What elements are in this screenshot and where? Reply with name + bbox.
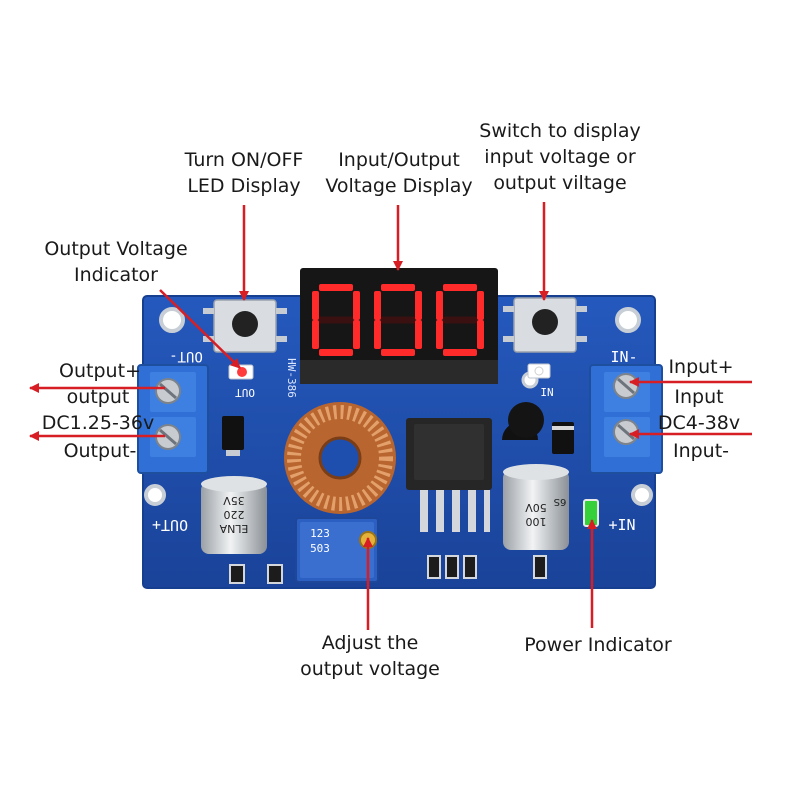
segment-b bbox=[353, 291, 360, 320]
capacitor-right: 100 50V 6S bbox=[503, 464, 569, 550]
segment-e bbox=[436, 320, 443, 349]
segment-f bbox=[436, 291, 443, 320]
svg-text:100: 100 bbox=[526, 515, 547, 528]
silk-in-plus: +IN bbox=[608, 516, 635, 534]
silk-out-plus: OUT+ bbox=[152, 516, 188, 534]
silk-in-minus: IN- bbox=[610, 348, 637, 366]
mount-hole bbox=[631, 484, 653, 506]
label-adjust: Adjust the output voltage bbox=[300, 632, 440, 680]
transistor-left bbox=[222, 416, 244, 450]
svg-text:123: 123 bbox=[310, 527, 330, 540]
segment-e bbox=[374, 320, 381, 349]
smd-resistor bbox=[533, 555, 547, 579]
segment-d bbox=[381, 349, 415, 356]
silk-out-minus: OUT- bbox=[169, 348, 203, 364]
segment-e bbox=[312, 320, 319, 349]
svg-text:35V: 35V bbox=[223, 494, 245, 507]
input-terminal bbox=[589, 364, 663, 474]
label-voltage-display: Input/Output Voltage Display bbox=[325, 149, 473, 197]
regulator-ic bbox=[406, 418, 492, 532]
label-output-indicator: Output Voltage Indicator bbox=[44, 238, 188, 286]
toroidal-inductor bbox=[284, 402, 396, 514]
segment-a bbox=[443, 284, 477, 291]
segment-b bbox=[477, 291, 484, 320]
segment-g bbox=[381, 316, 415, 324]
label-output-minus: Output- bbox=[63, 440, 137, 462]
segment-d bbox=[443, 349, 477, 356]
smd-resistor bbox=[427, 555, 441, 579]
output-terminal bbox=[137, 364, 209, 474]
segment-c bbox=[415, 320, 422, 349]
svg-text:ELNA: ELNA bbox=[219, 522, 248, 535]
display-digits bbox=[312, 284, 484, 356]
label-output-plus: Output+ bbox=[59, 360, 141, 382]
svg-text:503: 503 bbox=[310, 542, 330, 555]
arrow-output-indicator bbox=[159, 289, 241, 369]
segment-a bbox=[381, 284, 415, 291]
segment-f bbox=[374, 291, 381, 320]
segment-b bbox=[415, 291, 422, 320]
segment-d bbox=[319, 349, 353, 356]
svg-text:50V: 50V bbox=[525, 501, 547, 514]
smd-resistor bbox=[229, 564, 245, 584]
silk-in-led: IN bbox=[540, 386, 553, 399]
label-input-minus: Input- bbox=[672, 440, 730, 462]
smd-resistor bbox=[463, 555, 477, 579]
label-output-range: output DC1.25-36v bbox=[41, 386, 155, 434]
segment-c bbox=[353, 320, 360, 349]
svg-text:220: 220 bbox=[224, 508, 245, 521]
seven-segment-display bbox=[300, 268, 498, 384]
label-switch-display: Switch to display input voltage or outpu… bbox=[479, 120, 641, 194]
silk-out-led: OUT bbox=[235, 386, 255, 399]
capacitor-left: ELNA 220 35V bbox=[201, 476, 267, 554]
svg-text:6S: 6S bbox=[554, 496, 567, 507]
callout-arrows bbox=[29, 202, 752, 630]
label-input-range: Input DC4-38v bbox=[657, 386, 741, 434]
label-led-toggle: Turn ON/OFF LED Display bbox=[184, 149, 304, 197]
label-input-plus: Input+ bbox=[668, 356, 734, 378]
transistor-right bbox=[502, 402, 544, 440]
mount-hole bbox=[144, 484, 166, 506]
mount-hole bbox=[615, 307, 641, 333]
mount-hole bbox=[159, 307, 185, 333]
segment-c bbox=[477, 320, 484, 349]
smd-resistor bbox=[267, 564, 283, 584]
segment-f bbox=[312, 291, 319, 320]
display-select-switch bbox=[503, 297, 587, 353]
segment-g bbox=[319, 316, 353, 324]
silk-model: HW-386 bbox=[285, 358, 298, 398]
segment-a bbox=[319, 284, 353, 291]
smd-resistor bbox=[445, 555, 459, 579]
label-power-indicator: Power Indicator bbox=[524, 634, 672, 656]
potentiometer: 123 503 bbox=[295, 517, 379, 583]
segment-g bbox=[443, 316, 477, 324]
